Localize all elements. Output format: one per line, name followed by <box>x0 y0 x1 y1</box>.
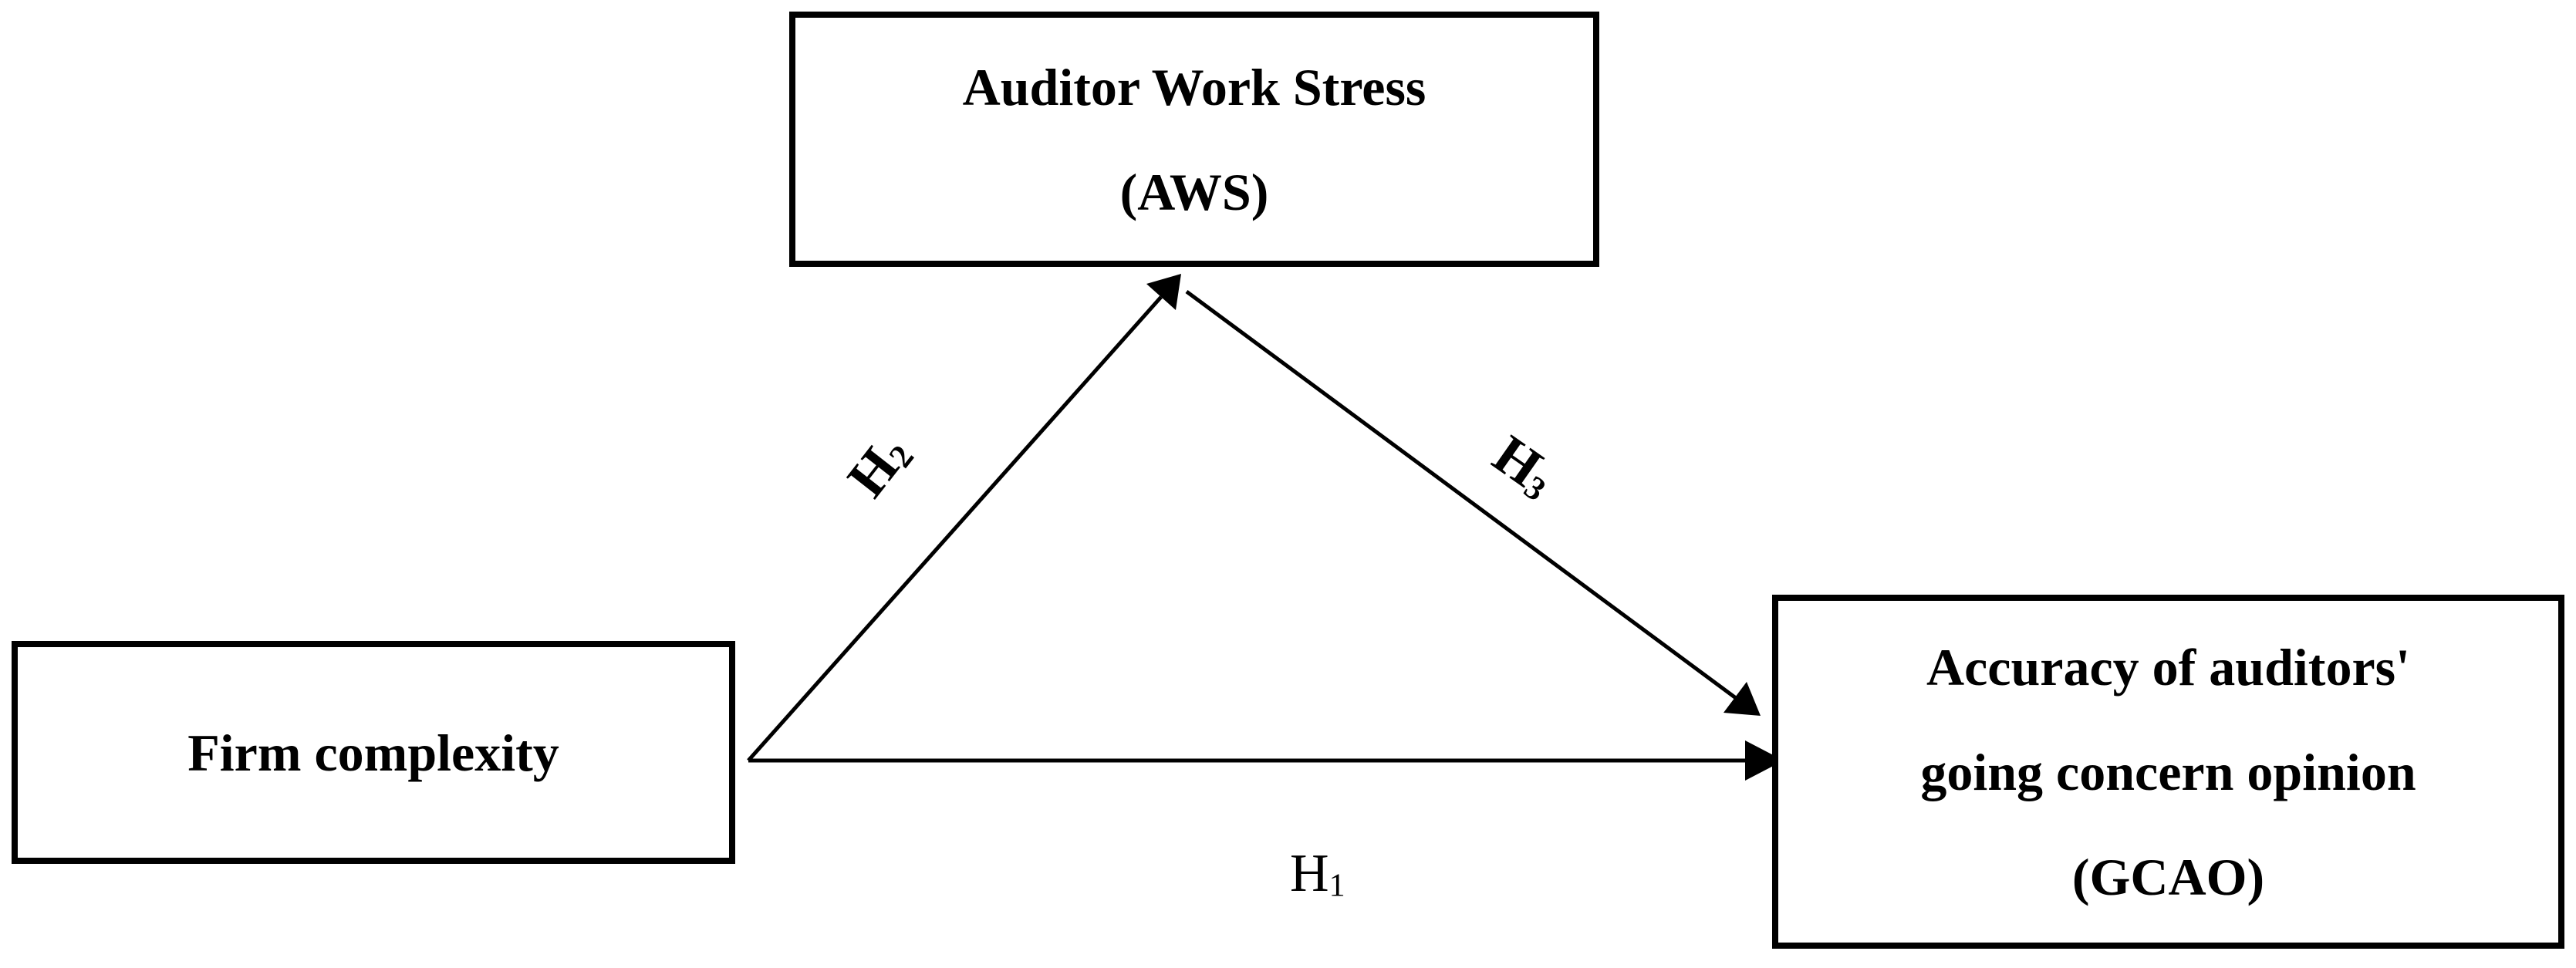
edge-h2-arrowhead <box>1146 274 1181 310</box>
node-auditor-work-stress: Auditor Work Stress (AWS) <box>789 12 1599 267</box>
node-aws-line-1: Auditor Work Stress <box>962 57 1426 116</box>
node-aws-line-2: (AWS) <box>1119 162 1269 221</box>
edge-h3-arrowhead <box>1724 682 1761 716</box>
edge-h3-line <box>1185 289 1737 700</box>
node-going-concern-opinion: Accuracy of auditors' going concern opin… <box>1772 595 2564 949</box>
edge-h1-arrowhead <box>1745 740 1784 781</box>
edge-label-h1-main: H <box>1290 844 1329 903</box>
edge-label-h1-sub: 1 <box>1329 868 1345 904</box>
node-gcao-line-2: going concern opinion <box>1920 742 2416 801</box>
node-gcao-line-1: Accuracy of auditors' <box>1926 637 2410 696</box>
node-gcao-line-3: (GCAO) <box>2071 847 2265 906</box>
edge-label-h1: H1 <box>1290 847 1345 902</box>
edge-h2-line <box>747 295 1163 762</box>
node-firm-complexity: Firm complexity <box>12 641 735 864</box>
node-fc-line-1: Firm complexity <box>187 723 559 782</box>
